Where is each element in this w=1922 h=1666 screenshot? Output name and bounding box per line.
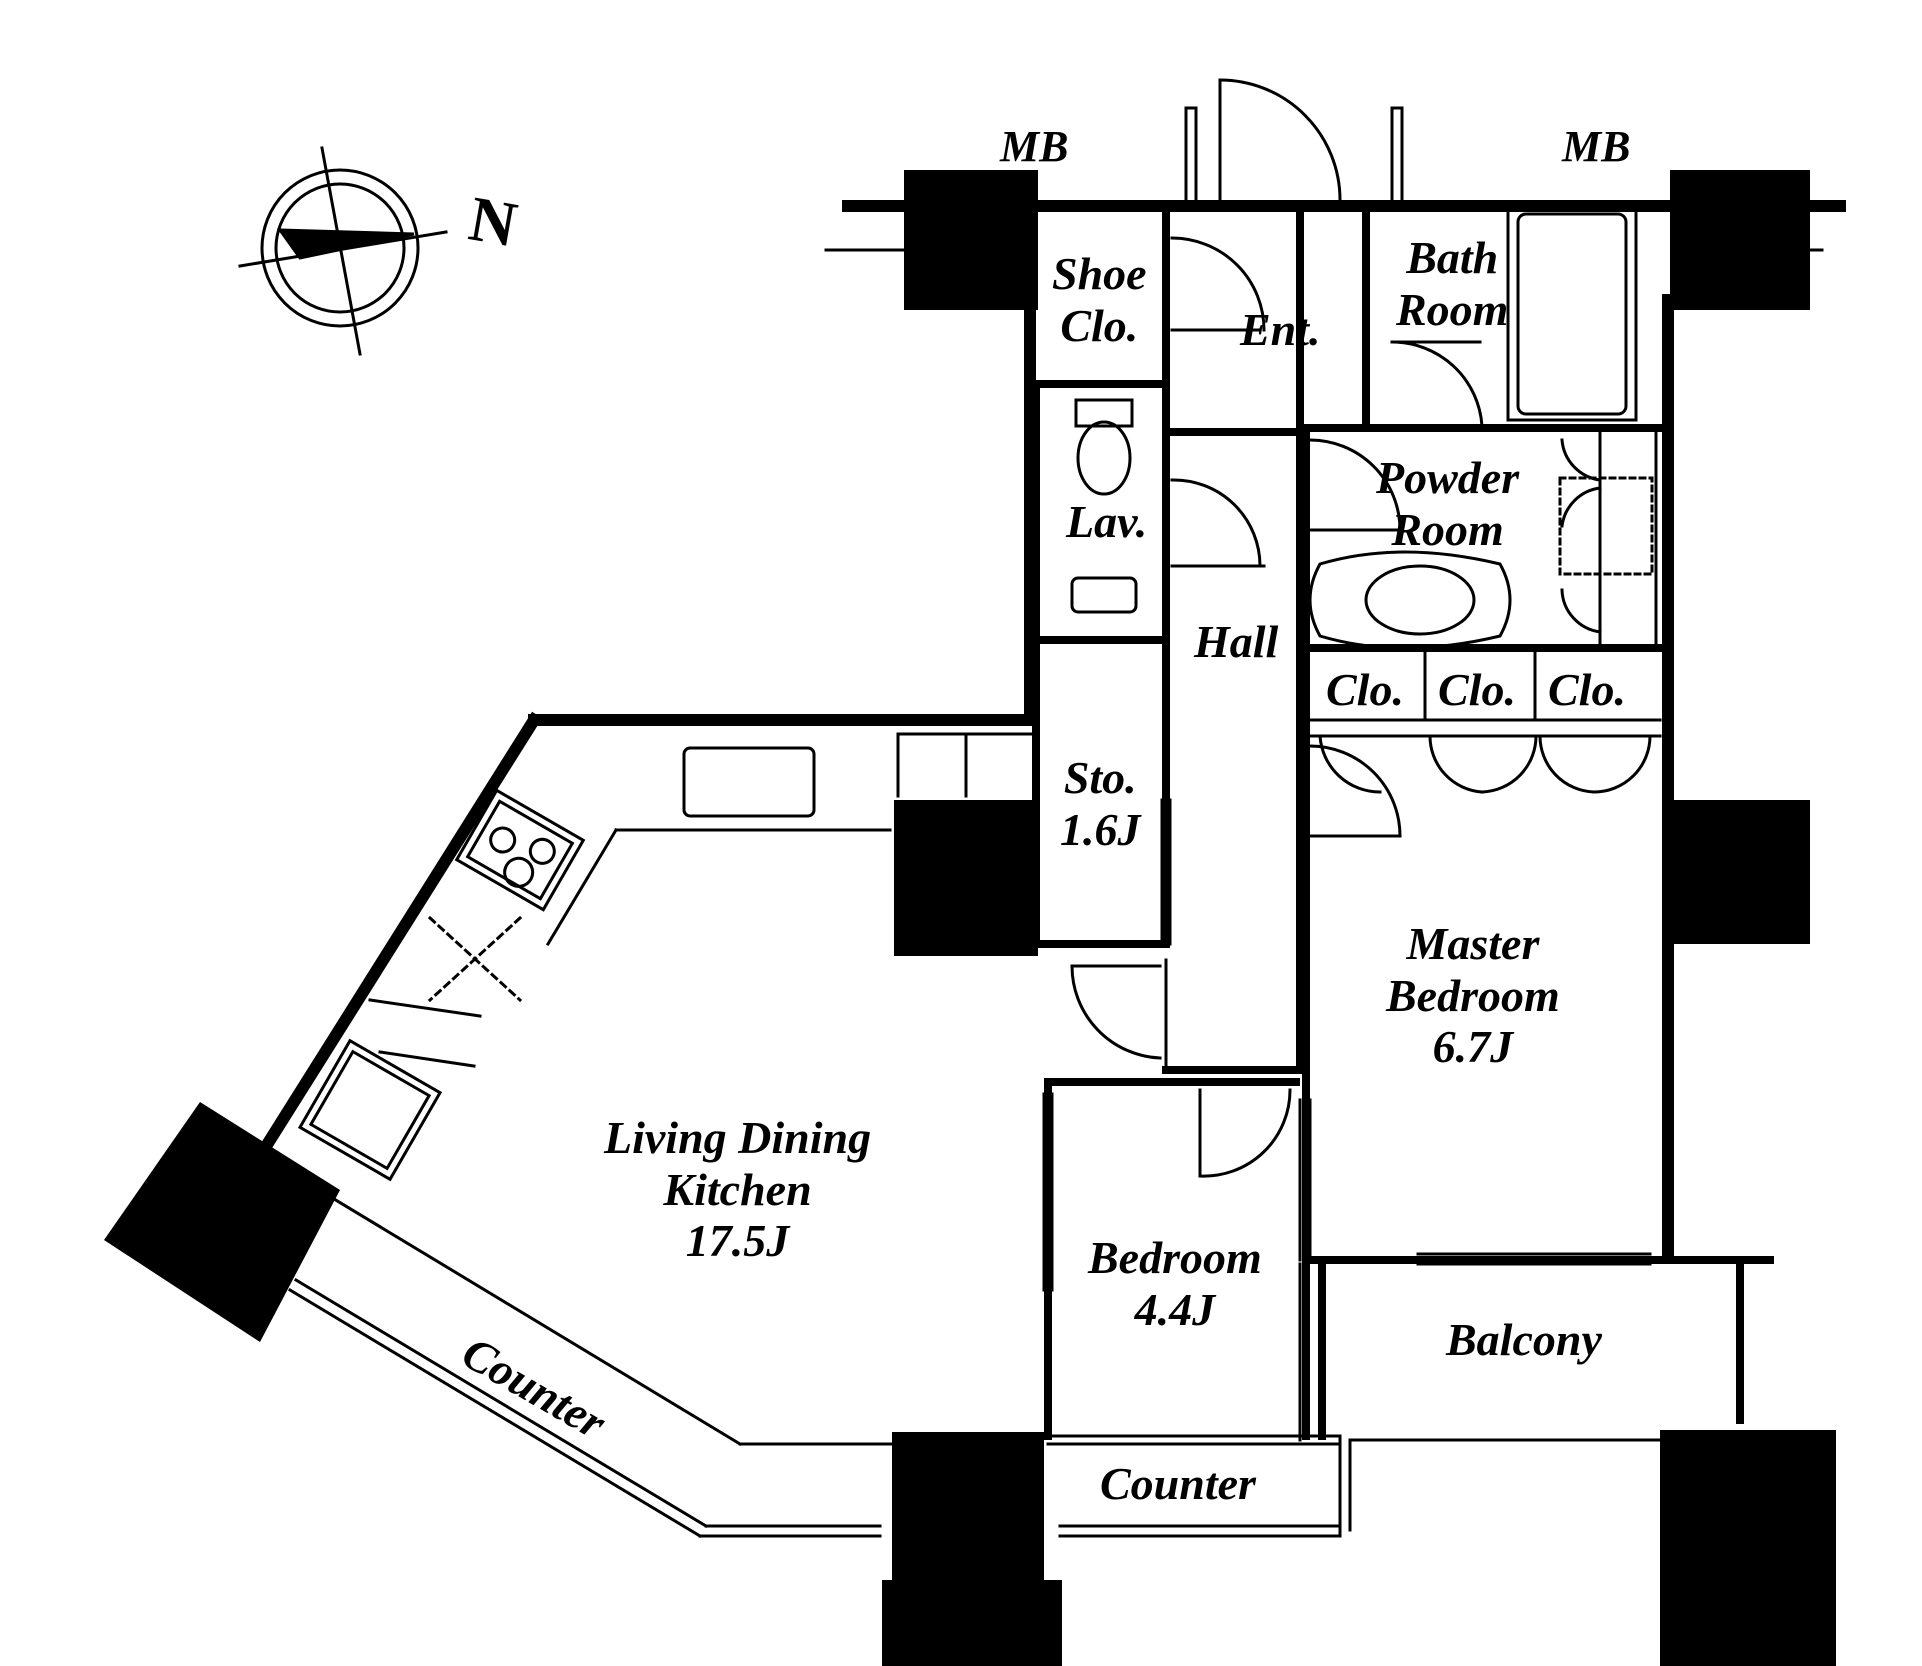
exterior-walls [261,200,1846,1264]
toilet [1076,420,1132,496]
kitchen-counter [283,827,1342,1447]
column [104,1102,340,1342]
column [894,800,1038,956]
doors [1070,78,1652,1178]
mb-label-left: MB [1000,122,1069,171]
column [1674,800,1810,944]
toilet-tank [1074,398,1134,428]
room-label-entrance: Ent. [1240,304,1321,355]
kitchen-sink [682,746,816,818]
room-label-hall: Hall [1194,616,1279,667]
room-label-closet-2: Clo. [1438,664,1516,715]
column [1660,1430,1836,1666]
room-label-closet-3: Clo. [1548,664,1626,715]
lav-sink [1070,576,1138,614]
column [1670,170,1810,310]
windows [287,798,1652,1539]
room-label-storage: Sto.1.6J [1060,752,1141,855]
dishwasher-area [427,915,523,1003]
counter-label-bottom: Counter [1100,1458,1256,1509]
room-label-closet-1: Clo. [1326,664,1404,715]
refrigerator [297,1038,443,1182]
bathtub-outer [1506,208,1638,422]
fixtures [297,208,1654,1182]
room-label-balcony: Balcony [1446,1314,1602,1365]
compass-needle [277,228,415,260]
wash-basin [1364,564,1476,636]
column [882,1580,1062,1666]
room-label-lavatory: Lav. [1066,496,1148,547]
vanity [1308,550,1512,650]
cooktop [454,788,586,912]
column [904,170,1038,310]
shower [1558,476,1654,576]
interior-walls [1032,206,1774,1440]
compass [238,146,448,356]
mb-label-right: MB [1562,122,1631,171]
bathtub [1516,212,1628,416]
columns [104,170,1836,1666]
